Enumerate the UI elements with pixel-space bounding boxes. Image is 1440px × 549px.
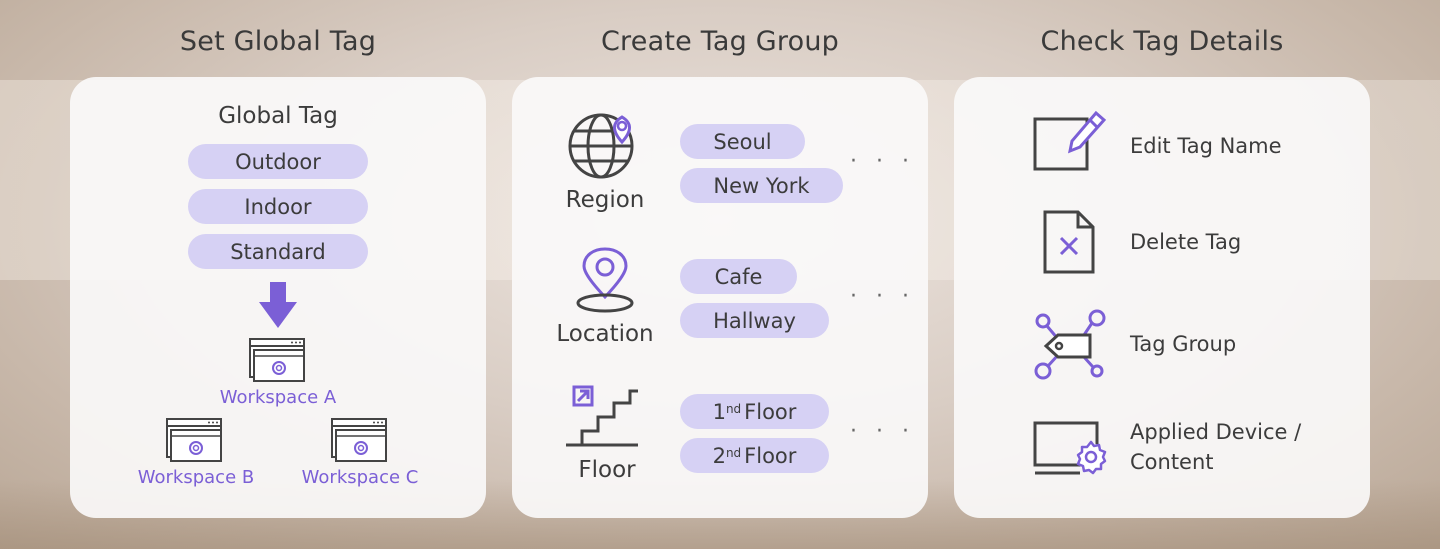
global-tag-panel: Global Tag Outdoor Indoor Standard Works… [70,77,486,518]
floor-2-number: 2 [712,443,726,468]
map-pin-icon [576,247,634,313]
workspace-c-label[interactable]: Workspace C [301,467,419,488]
floor-2-suffix: nd [725,445,742,460]
category-floor-label: Floor [578,457,636,483]
applied-device-label-line1[interactable]: Applied Device / [1130,420,1302,444]
workspace-b-icon [166,418,222,462]
tag-pill-cafe[interactable]: Cafe [680,259,797,294]
tag-group-label[interactable]: Tag Group [1130,332,1237,356]
workspace-a-label[interactable]: Workspace A [219,387,337,408]
tag-pill-indoor[interactable]: Indoor [188,189,368,224]
floor-1-number: 1 [712,399,726,424]
category-region-label: Region [565,187,645,213]
workspace-c-icon [331,418,387,462]
floor-1-text: Floor [744,399,797,424]
floor-2-text: Floor [744,443,797,468]
tag-pill-hallway[interactable]: Hallway [680,303,829,338]
category-location-label: Location [556,321,654,347]
tag-pill-standard[interactable]: Standard [188,234,368,269]
tag-pill-outdoor[interactable]: Outdoor [188,144,368,179]
floor-1-suffix: nd [725,401,742,416]
tag-group-panel: Region Seoul New York · · · Location Caf… [512,77,928,518]
globe-pin-icon [568,113,634,179]
more-dots-location[interactable]: · · · [850,284,915,309]
arrow-down-icon [259,282,297,328]
applied-device-label-line2[interactable]: Content [1130,450,1214,474]
workspace-a-icon [249,338,305,382]
edit-icon [1033,110,1106,171]
column-title-global: Set Global Tag [179,26,377,57]
delete-tag-label[interactable]: Delete Tag [1130,230,1242,254]
workspace-b-label[interactable]: Workspace B [137,467,255,488]
monitor-gear-icon [1033,421,1107,475]
tag-details-panel: Edit Tag Name Delete Tag Tag Group Appli… [954,77,1370,518]
column-title-details: Check Tag Details [1040,26,1284,57]
tag-pill-seoul[interactable]: Seoul [680,124,805,159]
stairs-icon [566,385,638,447]
tag-network-icon [1034,309,1106,380]
global-tag-heading: Global Tag [218,103,338,129]
delete-file-icon [1043,210,1095,274]
more-dots-floor[interactable]: · · · [850,419,915,444]
tag-pill-new-york[interactable]: New York [680,168,843,203]
more-dots-region[interactable]: · · · [850,149,915,174]
column-title-group: Create Tag Group [601,26,839,57]
edit-tag-name-label[interactable]: Edit Tag Name [1130,134,1282,158]
